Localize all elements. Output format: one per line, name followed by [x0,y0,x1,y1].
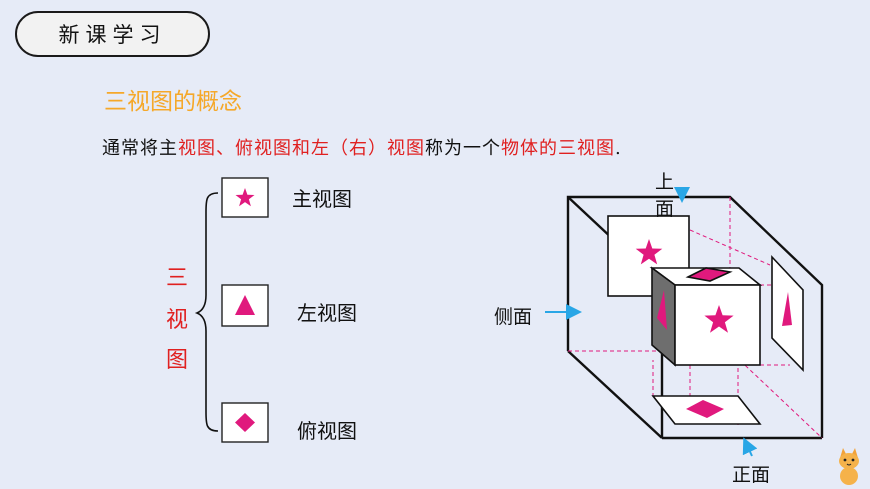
diamond-icon [686,400,724,418]
front-label: 正面 [732,464,771,486]
top-label: 上 [655,171,675,193]
definition-part-3: 称为一个 [425,138,501,159]
brace [194,192,219,432]
star-icon [235,188,255,207]
cube [649,266,763,367]
definition-part-5: . [615,138,622,159]
group-label-char-2: 视 [165,308,188,333]
cat-mascot-icon [839,448,859,485]
definition-part-1: 通常将主 [102,138,178,159]
diamond-icon [235,413,255,432]
view-label-front: 主视图 [292,187,352,211]
star-icon [635,239,663,265]
triangle-icon [782,292,792,326]
section-badge-label: 新课学习 [58,23,167,47]
group-label-char-1: 三 [165,266,188,291]
side-label: 侧面 [494,306,533,328]
page-title: 三视图的概念 [104,89,242,115]
view-label-left: 左视图 [297,301,357,325]
top-label-2: 面 [655,198,675,220]
definition-part-4: 物体的三视图 [501,138,615,159]
definition-text: 通常将主视图、俯视图和左（右）视图称为一个物体的三视图. [102,134,622,160]
group-label-char-3: 图 [165,348,188,373]
front-arrow [742,437,758,457]
view-label-top: 俯视图 [297,419,357,443]
section-badge: 新课学习 [15,11,210,57]
definition-part-2: 视图、俯视图和左（右）视图 [178,138,425,159]
triangle-icon [235,295,255,315]
